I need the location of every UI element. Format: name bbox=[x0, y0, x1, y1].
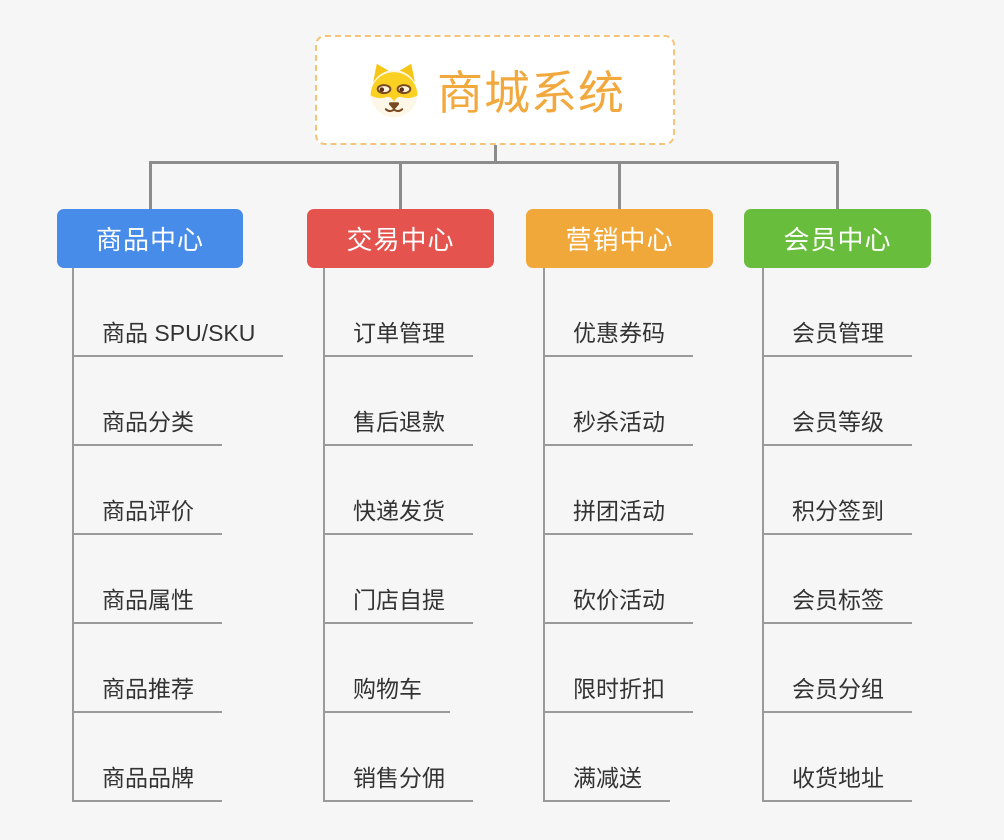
connector-bus bbox=[149, 161, 839, 164]
leaf-row: 会员标签 bbox=[762, 535, 1004, 624]
branch-header-member-center[interactable]: 会员中心 bbox=[744, 209, 931, 268]
leaf-list-trade-center: 订单管理 售后退款 快递发货 门店自提 购物车 销售分佣 bbox=[323, 268, 573, 802]
leaf-list-member-center: 会员管理 会员等级 积分签到 会员标签 会员分组 收货地址 bbox=[762, 268, 1004, 802]
leaf-list-marketing-center: 优惠券码 秒杀活动 拼团活动 砍价活动 限时折扣 满减送 bbox=[543, 268, 793, 802]
leaf-node[interactable]: 拼团活动 bbox=[543, 492, 693, 535]
leaf-node[interactable]: 优惠券码 bbox=[543, 314, 693, 357]
leaf-row: 售后退款 bbox=[323, 357, 573, 446]
branch-header-marketing-center[interactable]: 营销中心 bbox=[526, 209, 713, 268]
leaf-row: 门店自提 bbox=[323, 535, 573, 624]
leaf-row: 快递发货 bbox=[323, 446, 573, 535]
leaf-row: 收货地址 bbox=[762, 713, 1004, 802]
leaf-row: 商品分类 bbox=[72, 357, 322, 446]
leaf-row: 购物车 bbox=[323, 624, 573, 713]
leaf-node[interactable]: 限时折扣 bbox=[543, 670, 693, 713]
leaf-row: 积分签到 bbox=[762, 446, 1004, 535]
leaf-row: 商品评价 bbox=[72, 446, 322, 535]
branch-header-product-center[interactable]: 商品中心 bbox=[57, 209, 243, 268]
leaf-row: 会员等级 bbox=[762, 357, 1004, 446]
leaf-node[interactable]: 销售分佣 bbox=[323, 759, 473, 802]
connector-drop-trade bbox=[399, 161, 402, 210]
leaf-row: 订单管理 bbox=[323, 268, 573, 357]
leaf-row: 商品推荐 bbox=[72, 624, 322, 713]
connector-drop-member bbox=[836, 161, 839, 210]
leaf-node[interactable]: 商品分类 bbox=[72, 403, 222, 446]
leaf-node[interactable]: 会员管理 bbox=[762, 314, 912, 357]
leaf-node[interactable]: 商品推荐 bbox=[72, 670, 222, 713]
leaf-node[interactable]: 商品属性 bbox=[72, 581, 222, 624]
leaf-row: 优惠券码 bbox=[543, 268, 793, 357]
leaf-row: 砍价活动 bbox=[543, 535, 793, 624]
leaf-node[interactable]: 快递发货 bbox=[323, 492, 473, 535]
branch-header-trade-center[interactable]: 交易中心 bbox=[307, 209, 494, 268]
leaf-node[interactable]: 订单管理 bbox=[323, 314, 473, 357]
shiba-dog-icon bbox=[370, 63, 418, 118]
leaf-node[interactable]: 满减送 bbox=[543, 759, 670, 802]
leaf-row: 商品 SPU/SKU bbox=[72, 268, 322, 357]
connector-drop-product bbox=[149, 161, 152, 210]
leaf-node[interactable]: 会员标签 bbox=[762, 581, 912, 624]
leaf-node[interactable]: 积分签到 bbox=[762, 492, 912, 535]
leaf-row: 满减送 bbox=[543, 713, 793, 802]
leaf-node[interactable]: 秒杀活动 bbox=[543, 403, 693, 446]
leaf-list-product-center: 商品 SPU/SKU 商品分类 商品评价 商品属性 商品推荐 商品品牌 bbox=[72, 268, 322, 802]
leaf-node[interactable]: 会员分组 bbox=[762, 670, 912, 713]
leaf-row: 秒杀活动 bbox=[543, 357, 793, 446]
leaf-node[interactable]: 会员等级 bbox=[762, 403, 912, 446]
leaf-node[interactable]: 砍价活动 bbox=[543, 581, 693, 624]
leaf-row: 商品品牌 bbox=[72, 713, 322, 802]
leaf-row: 会员分组 bbox=[762, 624, 1004, 713]
connector-root-stub bbox=[494, 144, 497, 162]
root-node[interactable]: 商城系统 bbox=[315, 35, 675, 145]
leaf-row: 商品属性 bbox=[72, 535, 322, 624]
leaf-node[interactable]: 门店自提 bbox=[323, 581, 473, 624]
leaf-node[interactable]: 商品评价 bbox=[72, 492, 222, 535]
leaf-node[interactable]: 商品品牌 bbox=[72, 759, 222, 802]
leaf-row: 销售分佣 bbox=[323, 713, 573, 802]
root-title: 商城系统 bbox=[437, 67, 625, 119]
leaf-row: 限时折扣 bbox=[543, 624, 793, 713]
leaf-node[interactable]: 购物车 bbox=[323, 670, 450, 713]
connector-drop-marketing bbox=[618, 161, 621, 210]
leaf-node[interactable]: 收货地址 bbox=[762, 759, 912, 802]
leaf-row: 拼团活动 bbox=[543, 446, 793, 535]
leaf-node[interactable]: 商品 SPU/SKU bbox=[72, 314, 284, 357]
leaf-row: 会员管理 bbox=[762, 268, 1004, 357]
leaf-node[interactable]: 售后退款 bbox=[323, 403, 473, 446]
